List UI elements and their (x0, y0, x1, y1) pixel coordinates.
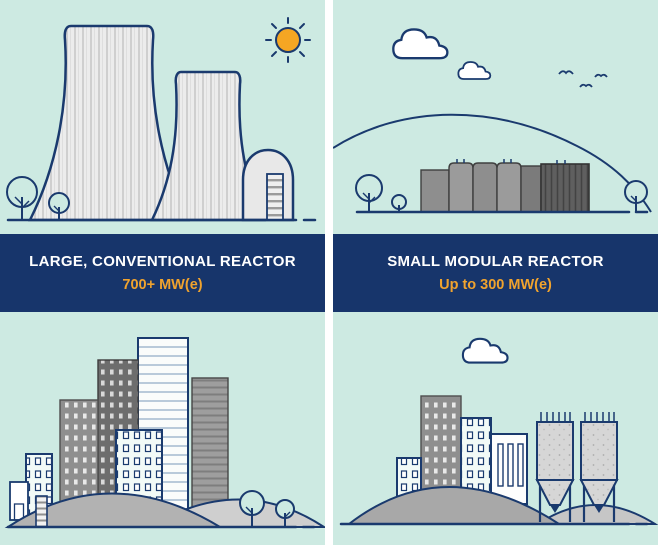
tree-icon (355, 174, 383, 212)
cloud-icon (461, 337, 509, 364)
birds-icon (558, 70, 608, 88)
smr-scene (333, 28, 652, 214)
large-city-scene (4, 337, 325, 529)
city-skyline-icon (9, 337, 229, 521)
cloud-icon (457, 61, 492, 80)
tree-icon (6, 176, 38, 220)
large-reactor-illustration (0, 0, 325, 234)
silo-icon (579, 412, 619, 522)
smr-illustration (333, 0, 658, 234)
tree-icon (239, 490, 265, 526)
sun-icon (265, 17, 311, 63)
smr-column: SMALL MODULAR REACTOR Up to 300 MW(e) (333, 0, 658, 555)
smr-capacity: Up to 300 MW(e) (439, 277, 552, 293)
containment-building-icon (241, 148, 295, 222)
cooling-towers-icon (27, 24, 266, 222)
small-city-scene (339, 337, 658, 526)
silo-icon (535, 412, 575, 522)
large-reactor-capacity: 700+ MW(e) (122, 277, 203, 293)
tree-icon (275, 499, 295, 527)
large-city-illustration (0, 312, 325, 545)
large-reactor-title: LARGE, CONVENTIONAL REACTOR (29, 253, 296, 270)
city-skyline-icon (396, 395, 528, 505)
large-reactor-label-band: LARGE, CONVENTIONAL REACTOR 700+ MW(e) (0, 234, 325, 312)
tree-icon (391, 194, 407, 212)
smr-plant-icon (420, 159, 590, 213)
large-reactor-column: LARGE, CONVENTIONAL REACTOR 700+ MW(e) (0, 0, 325, 555)
smr-title: SMALL MODULAR REACTOR (387, 253, 604, 270)
large-reactor-scene (6, 17, 317, 222)
tree-icon (624, 180, 648, 212)
smr-label-band: SMALL MODULAR REACTOR Up to 300 MW(e) (333, 234, 658, 312)
small-city-illustration (333, 312, 658, 545)
cloud-icon (392, 28, 449, 60)
chimney-icon (35, 495, 48, 528)
hills (346, 486, 658, 525)
tree-icon (48, 192, 70, 220)
